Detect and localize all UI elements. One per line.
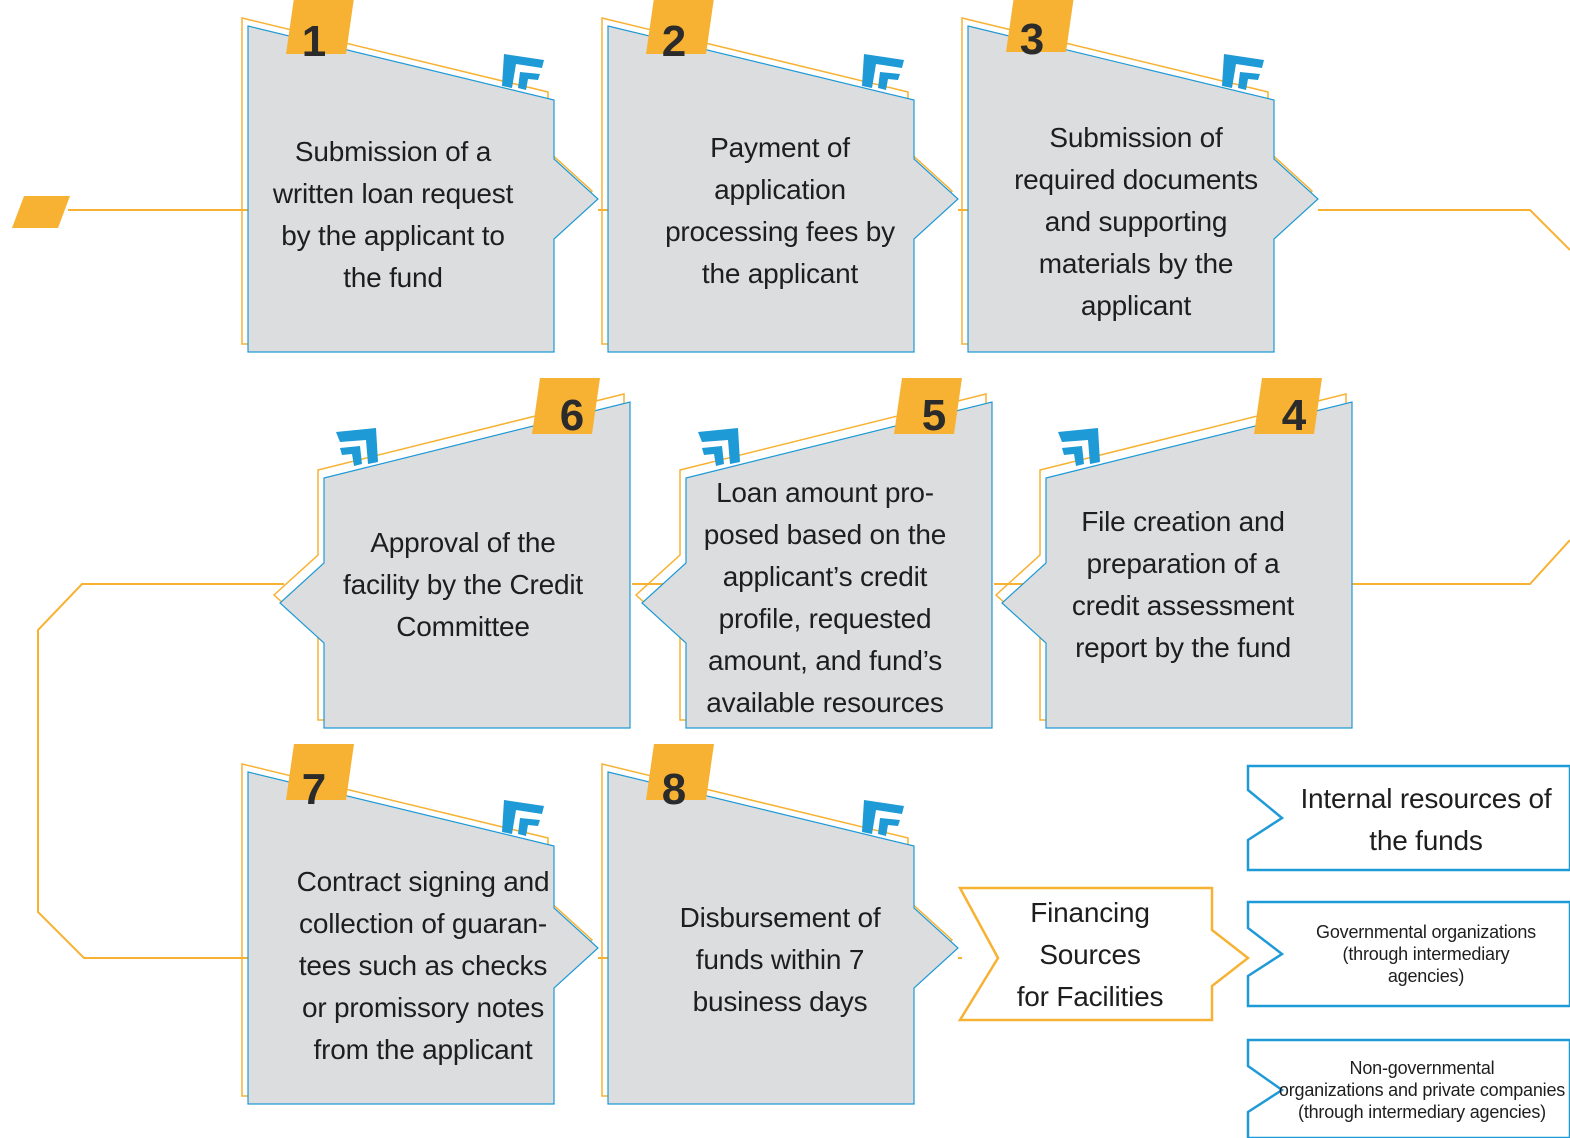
step-3-arrow-icon [1222, 54, 1264, 90]
step-box-3 [961, 0, 1319, 353]
start-marker [12, 196, 70, 228]
step-box-8 [601, 744, 959, 1105]
step-4-badge [1254, 378, 1322, 434]
step-1-number: 1 [301, 17, 327, 66]
step-4-arrow-icon [1058, 428, 1100, 466]
source-box-2 [1246, 900, 1570, 1008]
step-8-text: Disbursement of funds within 7 business … [679, 902, 881, 1017]
connector-6-7 [37, 583, 284, 959]
connector-3-wrap-out [1318, 209, 1570, 251]
step-8-number: 8 [661, 765, 687, 814]
step-1-text: Submission of a written loan request by … [272, 136, 514, 293]
step-2-number: 2 [661, 17, 687, 66]
step-6-box [279, 401, 631, 729]
step-3-number: 3 [1019, 15, 1045, 64]
step-4-number: 4 [1281, 391, 1307, 440]
financing-title-box [957, 886, 1251, 1022]
step-2-box [607, 25, 959, 353]
step-7-number: 7 [301, 765, 327, 814]
financing-title: Financing Sources for Facilities [1016, 897, 1164, 1012]
step-2-arrow-icon [862, 54, 904, 90]
step-2-text: Payment of application processing fees b… [665, 132, 895, 289]
step-8-badge [646, 744, 714, 800]
step-7-arrow-icon [502, 800, 544, 836]
financing-source-2: Governmental organizations (through inte… [1316, 922, 1536, 986]
step-box-6 [272, 378, 631, 729]
step-4-box [1001, 401, 1353, 729]
step-8-arrow-icon [862, 800, 904, 836]
step-box-4 [994, 378, 1353, 729]
step-6-badge [532, 378, 600, 434]
step-1-badge [286, 0, 354, 54]
step-6-text: Approval of the facility by the Credit C… [343, 527, 583, 642]
step-5-text: Loan amount pro- posed based on the appl… [703, 477, 947, 718]
step-5-badge [894, 378, 962, 434]
connector-wrap-in-4 [1352, 539, 1570, 585]
source-box-3 [1246, 1038, 1570, 1138]
step-box-7 [241, 744, 599, 1105]
step-3-badge [1006, 0, 1074, 52]
step-1-arrow-icon [502, 54, 544, 90]
step-boxes [241, 0, 1353, 1105]
step-7-box [247, 771, 599, 1105]
step-3-box [967, 25, 1319, 353]
step-7-text: Contract signing and collection of guara… [296, 866, 550, 1065]
step-7-badge [286, 744, 354, 800]
financing-source-1: Internal resources of the funds [1300, 783, 1552, 856]
step-6-number: 6 [559, 391, 585, 440]
step-4-text: File creation and preparation of a credi… [1071, 506, 1295, 663]
financing-source-3: Non-governmental organizations and priva… [1278, 1058, 1566, 1122]
step-8-box [607, 771, 959, 1105]
step-5-arrow-icon [698, 428, 740, 466]
step-2-badge [646, 0, 714, 54]
step-box-1 [241, 0, 599, 353]
step-box-5 [634, 378, 993, 729]
step-6-arrow-icon [336, 428, 378, 466]
step-box-2 [601, 0, 959, 353]
source-boxes [1246, 764, 1570, 1138]
step-3-text: Submission of required documents and sup… [1014, 122, 1258, 321]
connector-lines [37, 209, 1570, 959]
step-5-number: 5 [921, 391, 947, 440]
step-1-box [247, 25, 599, 353]
step-5-box [641, 401, 993, 729]
source-box-1 [1246, 764, 1570, 872]
